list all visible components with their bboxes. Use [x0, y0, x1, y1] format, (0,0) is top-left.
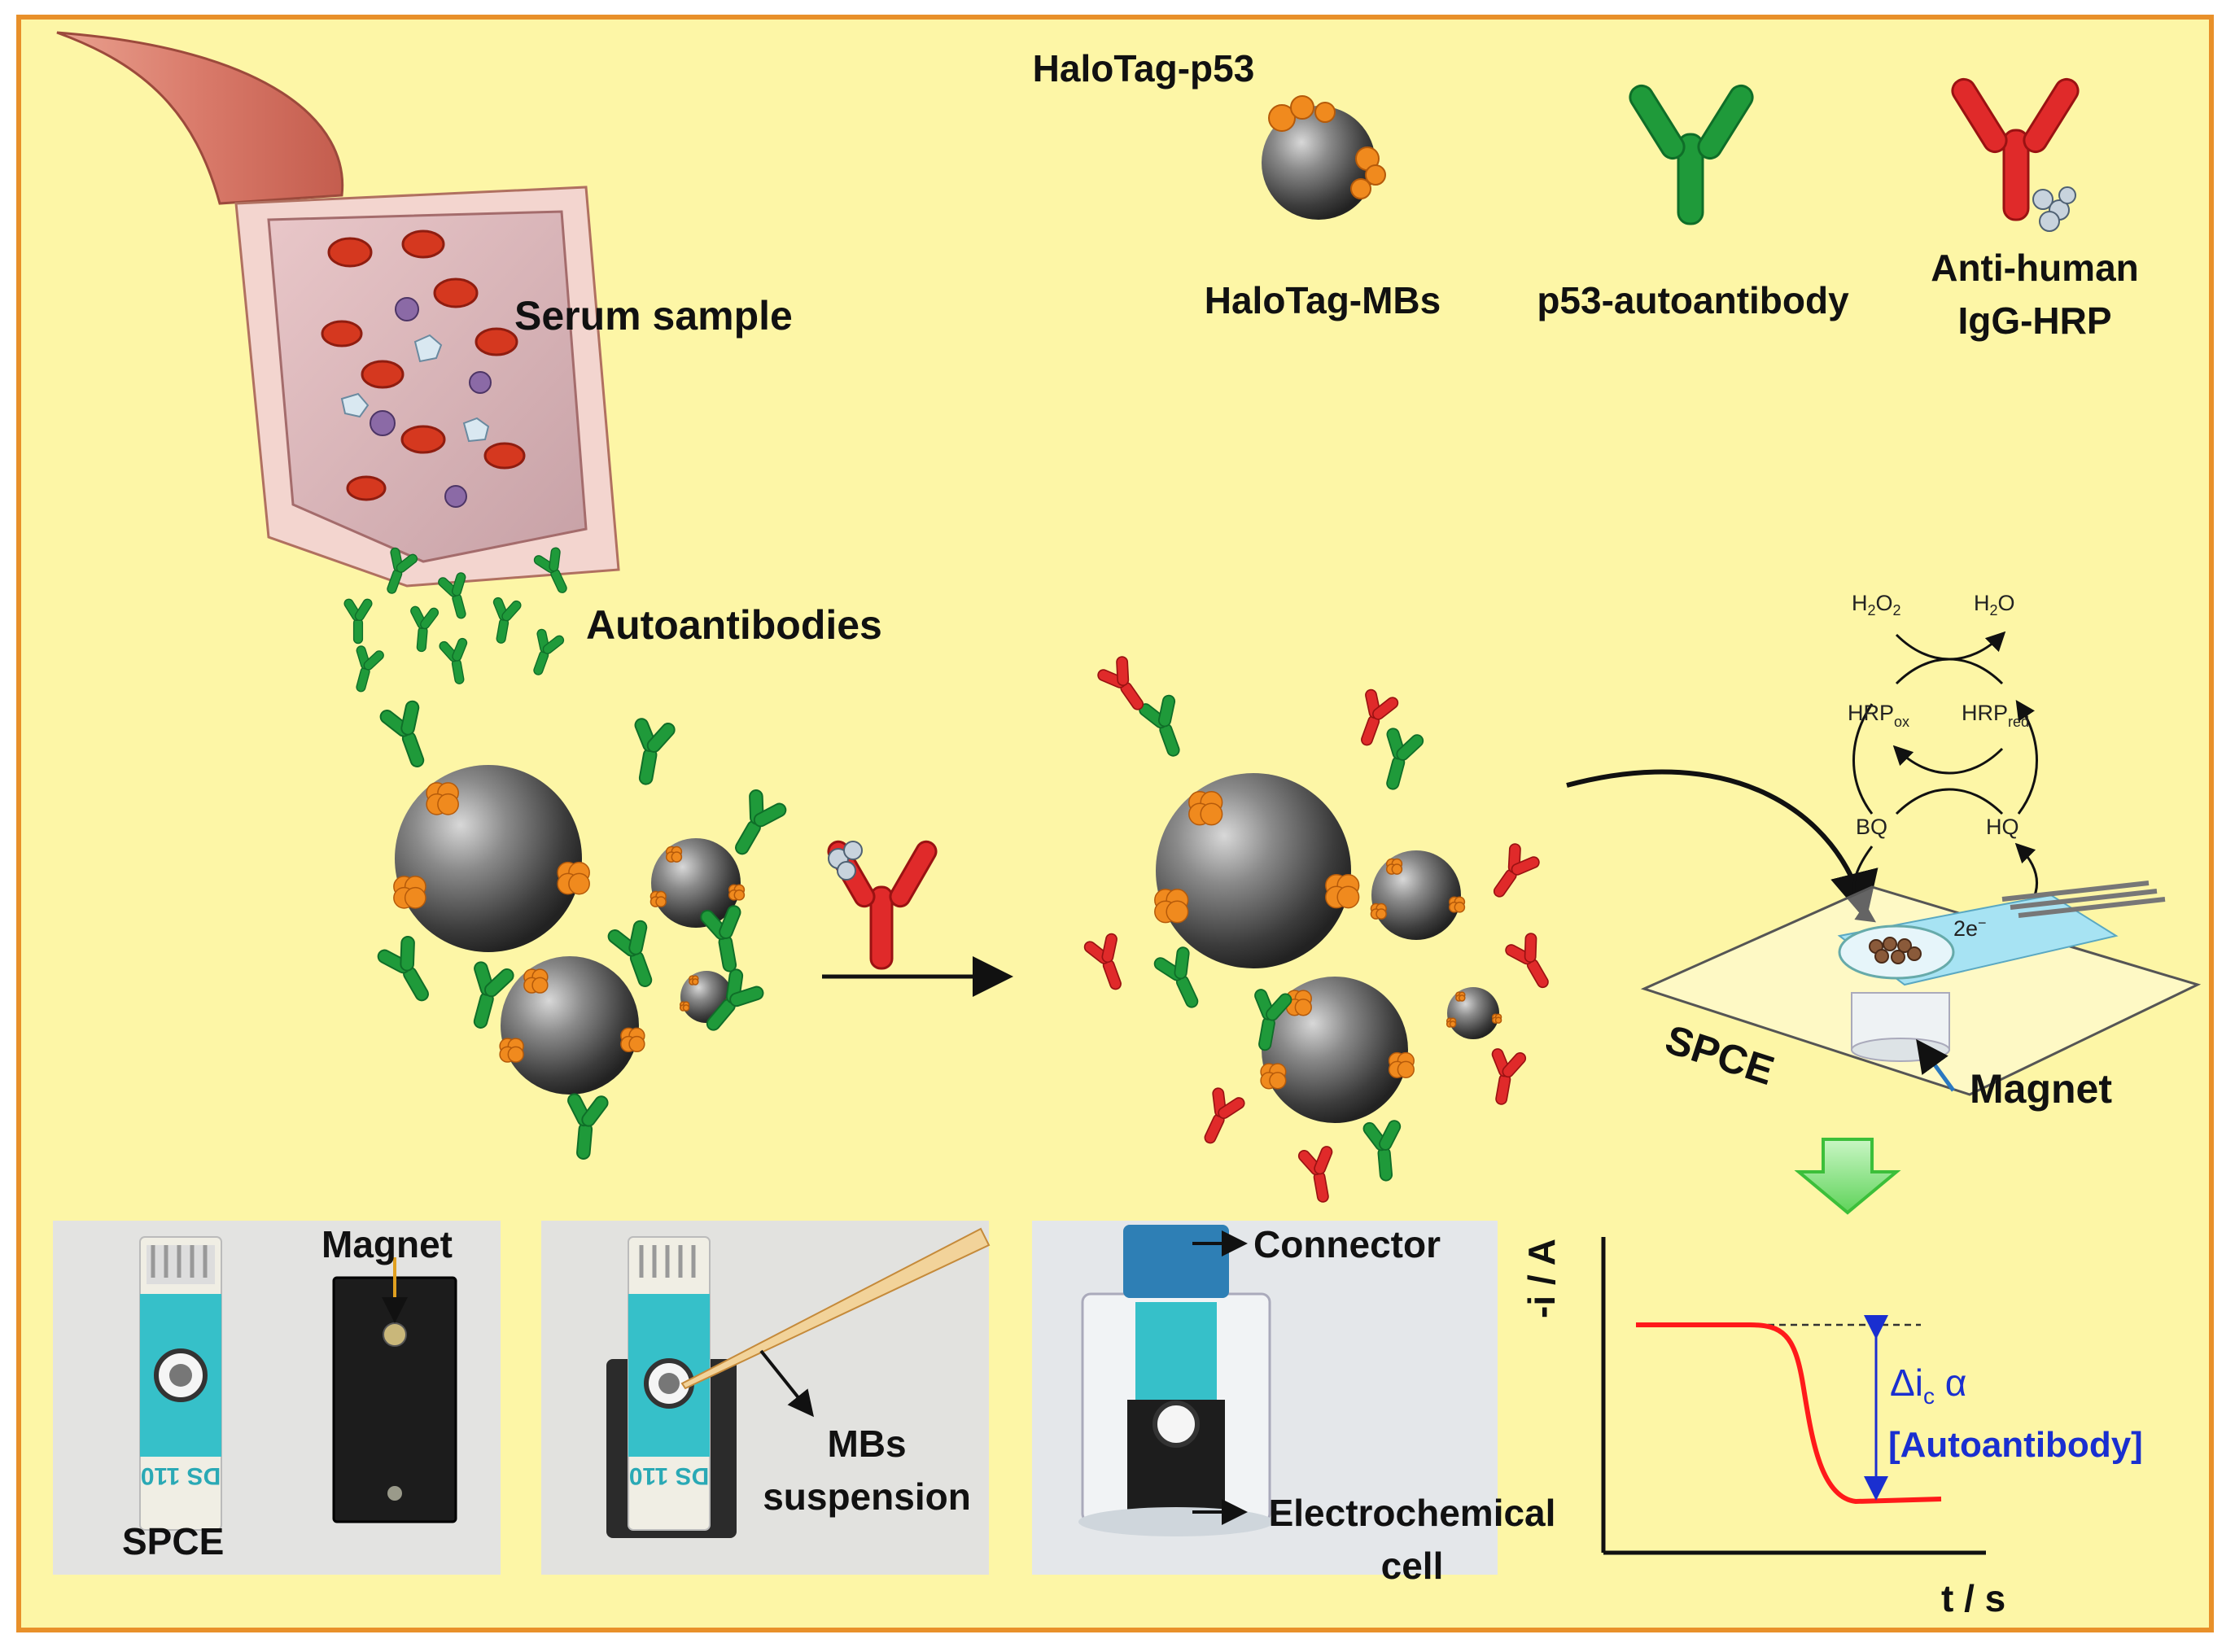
immunocomplex-cluster	[1083, 656, 1549, 1203]
bound-autoantibody	[1153, 946, 1199, 1008]
chip-print-2: DS 110	[629, 1462, 709, 1489]
label-photo-magnet: Magnet	[321, 1223, 453, 1265]
bound-igg-hrp	[1493, 843, 1540, 898]
chip-print-1: DS 110	[141, 1462, 221, 1489]
anti-human-igg-hrp-legend-icon	[1951, 77, 2080, 232]
bound-igg-hrp	[1097, 656, 1144, 710]
free-autoantibody	[438, 572, 466, 619]
bound-autoantibody	[1139, 694, 1180, 757]
bound-autoantibody	[607, 920, 653, 987]
label-halotag-mbs: HaloTag-MBs	[1205, 279, 1441, 321]
bound-igg-hrp	[1361, 688, 1399, 746]
bound-autoantibody	[379, 700, 425, 767]
label-bq: BQ	[1856, 815, 1887, 839]
transfer-to-spce-arrow	[1566, 769, 1879, 921]
halotag-mb-cluster-with-autoantibodies	[377, 700, 787, 1160]
mb-medium	[499, 956, 645, 1095]
bound-autoantibody	[1254, 989, 1292, 1051]
photo-panel-spce-magnet	[53, 1221, 501, 1575]
mb-large	[393, 765, 590, 952]
redox-cycle-diagram	[1852, 631, 2038, 923]
p53-autoantibody-legend-icon	[1629, 84, 1754, 225]
amperometric-graph	[1601, 1237, 1986, 1555]
bound-igg-hrp	[1491, 1048, 1527, 1105]
label-autoantibody-bracket: [Autoantibody]	[1888, 1425, 2143, 1465]
free-autoantibody	[533, 547, 567, 593]
free-autoantibody	[439, 637, 468, 684]
current-trace	[1636, 1322, 1942, 1505]
bound-autoantibody	[1386, 728, 1424, 790]
label-connector: Connector	[1253, 1223, 1441, 1265]
label-hrp-red: HRPred	[1962, 701, 2029, 730]
mb-small	[650, 838, 746, 928]
halotag-mb-legend-icon	[1262, 95, 1386, 220]
bound-autoantibody	[567, 1093, 609, 1160]
label-anti-human-line2: IgG-HRP	[1957, 299, 2111, 342]
blood-vessel-illustration	[56, 31, 620, 588]
bound-igg-hrp	[1297, 1146, 1333, 1203]
label-hq: HQ	[1986, 815, 2019, 839]
free-autoantibodies	[343, 547, 567, 693]
label-suspension: suspension	[763, 1475, 971, 1518]
label-h2o2: H2O2	[1852, 591, 1901, 618]
bound-autoantibody	[473, 961, 514, 1029]
bound-igg-hrp	[1083, 933, 1122, 990]
free-autoantibody	[343, 598, 373, 645]
result-down-arrow	[1794, 1138, 1901, 1215]
bound-igg-hrp	[1505, 933, 1549, 989]
label-h2o: H2O	[1974, 591, 2015, 618]
bound-igg-hrp	[1204, 1087, 1245, 1144]
label-electrochemical: Electrochemical	[1269, 1492, 1556, 1534]
bound-autoantibody	[377, 936, 429, 1002]
bound-autoantibody	[706, 968, 764, 1031]
bound-autoantibody	[700, 905, 741, 972]
label-halotag-p53: HaloTag-p53	[1033, 47, 1255, 90]
mb-large	[1154, 773, 1360, 968]
label-magnet: Magnet	[1970, 1066, 2112, 1112]
bound-autoantibody	[634, 718, 676, 785]
free-autoantibody	[492, 597, 522, 644]
bound-autoantibody	[735, 789, 787, 855]
mb-tiny	[1446, 987, 1502, 1039]
free-autoantibody	[533, 628, 565, 675]
label-delta-ic: Δic α	[1890, 1361, 1966, 1409]
photo-panel-electrochemical-cell	[1032, 1221, 1498, 1575]
graph-ylabel: -i / A	[1520, 1239, 1563, 1318]
igg-hrp-reagent-icon	[827, 840, 938, 970]
label-serum-sample: Serum sample	[514, 293, 793, 339]
label-hrp-ox: HRPox	[1848, 701, 1909, 730]
label-electrons: 2e−	[1953, 915, 1987, 941]
label-photo-spce: SPCE	[122, 1520, 224, 1562]
mb-medium	[1260, 977, 1415, 1123]
spce-magnet-illustration	[1640, 881, 2202, 1096]
bound-autoantibody	[1362, 1120, 1402, 1182]
photo-panel-mbs-suspension	[541, 1221, 991, 1575]
label-anti-human-line1: Anti-human	[1931, 247, 2139, 289]
free-autoantibody	[387, 547, 418, 594]
graph-xlabel: t / s	[1941, 1577, 2005, 1619]
mb-small	[1370, 850, 1466, 940]
label-mbs: MBs	[827, 1423, 906, 1465]
label-autoantibodies: Autoantibodies	[586, 602, 882, 648]
free-autoantibody	[356, 645, 384, 693]
label-p53-autoantibody: p53-autoantibody	[1537, 279, 1849, 321]
free-autoantibody	[410, 605, 440, 653]
label-cell: cell	[1381, 1545, 1444, 1587]
